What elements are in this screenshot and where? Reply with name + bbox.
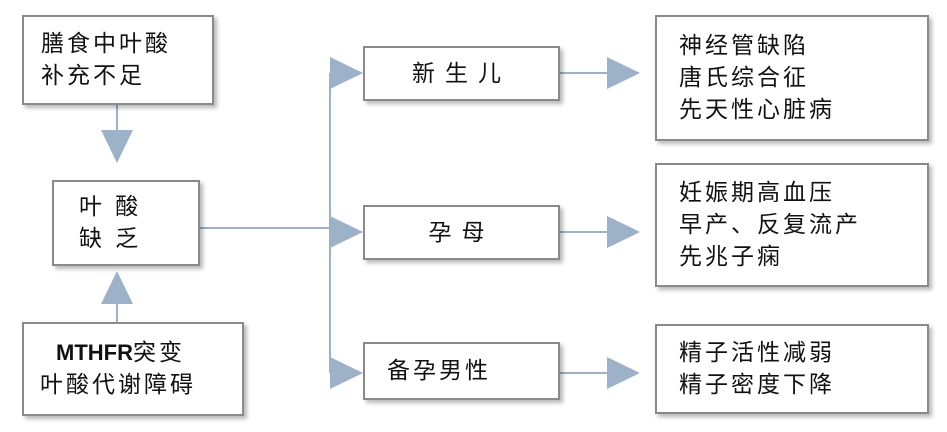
cause-box-mthfr: MTHFR突变 叶酸代谢障碍 bbox=[22, 322, 244, 416]
cause-mthfr-mutation-label: 突变 bbox=[132, 340, 185, 366]
effect-newborn-1: 神经管缺陷 bbox=[679, 33, 809, 59]
effect-mother-2: 早产、反复流产 bbox=[679, 212, 861, 238]
effect-mother-3: 先兆子痫 bbox=[679, 244, 783, 270]
group-label-father: 备孕男性 bbox=[387, 358, 491, 384]
cause-mthfr-gene-name: MTHFR bbox=[56, 340, 133, 365]
arrowhead-up-to-center bbox=[101, 271, 133, 304]
effect-newborn-3: 先天性心脏病 bbox=[679, 97, 835, 123]
arrowhead-to-father bbox=[330, 357, 363, 389]
arrowhead-to-mother bbox=[330, 216, 363, 248]
arrowhead-to-newborn-effects bbox=[607, 57, 640, 89]
center-box-folate-deficiency: 叶 酸 缺 乏 bbox=[52, 180, 200, 266]
group-label-newborn: 新生儿 bbox=[412, 60, 511, 87]
cause-diet-line-2: 补充不足 bbox=[41, 63, 145, 89]
group-box-mother: 孕母 bbox=[363, 205, 560, 260]
group-box-newborn: 新生儿 bbox=[363, 46, 560, 101]
effect-father-1: 精子活性减弱 bbox=[679, 340, 835, 366]
effect-mother-1: 妊娠期高血压 bbox=[679, 180, 835, 206]
effect-father-2: 精子密度下降 bbox=[679, 372, 835, 398]
center-line-1: 叶 酸 bbox=[79, 194, 142, 220]
effect-newborn-2: 唐氏综合征 bbox=[679, 65, 809, 91]
cause-diet-line-1: 膳食中叶酸 bbox=[41, 31, 171, 57]
cause-box-diet: 膳食中叶酸 补充不足 bbox=[22, 15, 214, 105]
arrowhead-to-father-effects bbox=[607, 357, 640, 389]
effects-box-father: 精子活性减弱 精子密度下降 bbox=[655, 324, 929, 414]
arrowhead-to-newborn bbox=[330, 57, 363, 89]
arrowhead-to-mother-effects bbox=[607, 216, 640, 248]
effects-box-newborn: 神经管缺陷 唐氏综合征 先天性心脏病 bbox=[655, 15, 929, 141]
group-box-father: 备孕男性 bbox=[363, 342, 560, 400]
cause-mthfr-line-2: 叶酸代谢障碍 bbox=[40, 372, 196, 398]
effects-box-mother: 妊娠期高血压 早产、反复流产 先兆子痫 bbox=[655, 163, 929, 287]
group-label-mother: 孕母 bbox=[428, 219, 495, 246]
cause-mthfr-line-1: MTHFR突变 bbox=[40, 337, 185, 369]
arrowhead-down-to-center bbox=[101, 130, 133, 163]
center-line-2: 缺 乏 bbox=[79, 226, 142, 252]
